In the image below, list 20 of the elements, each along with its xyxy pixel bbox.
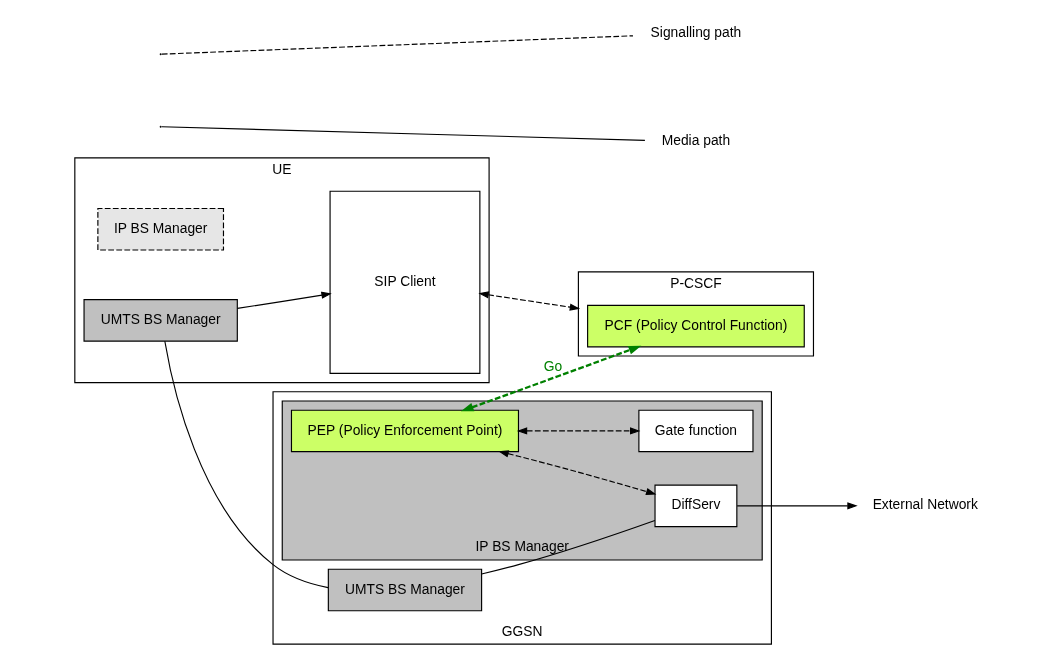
- arrow: [497, 450, 656, 495]
- arrow: [477, 291, 580, 311]
- arrow: [460, 345, 641, 412]
- node-box: UMTS BS Manager: [327, 568, 482, 612]
- node-box: Gate function: [637, 409, 754, 453]
- arrow: [516, 427, 640, 435]
- node-box: SIP Client: [329, 190, 480, 374]
- node-box: PEP (Policy Enforcement Point): [290, 409, 519, 453]
- connector: [480, 519, 655, 575]
- legend-label: Signalling path: [650, 23, 741, 40]
- node-box: IP BS Manager: [96, 207, 224, 251]
- connector: [163, 340, 329, 589]
- edge-label: Go: [543, 357, 562, 374]
- legend-label: Media path: [661, 132, 730, 149]
- node-box: UMTS BS Manager: [82, 299, 238, 342]
- node-text: External Network: [872, 496, 978, 513]
- node-box: DiffServ: [653, 484, 737, 528]
- arrow: [736, 502, 858, 510]
- arrow: [236, 291, 332, 309]
- node-box: PCF (Policy Control Function): [586, 304, 805, 348]
